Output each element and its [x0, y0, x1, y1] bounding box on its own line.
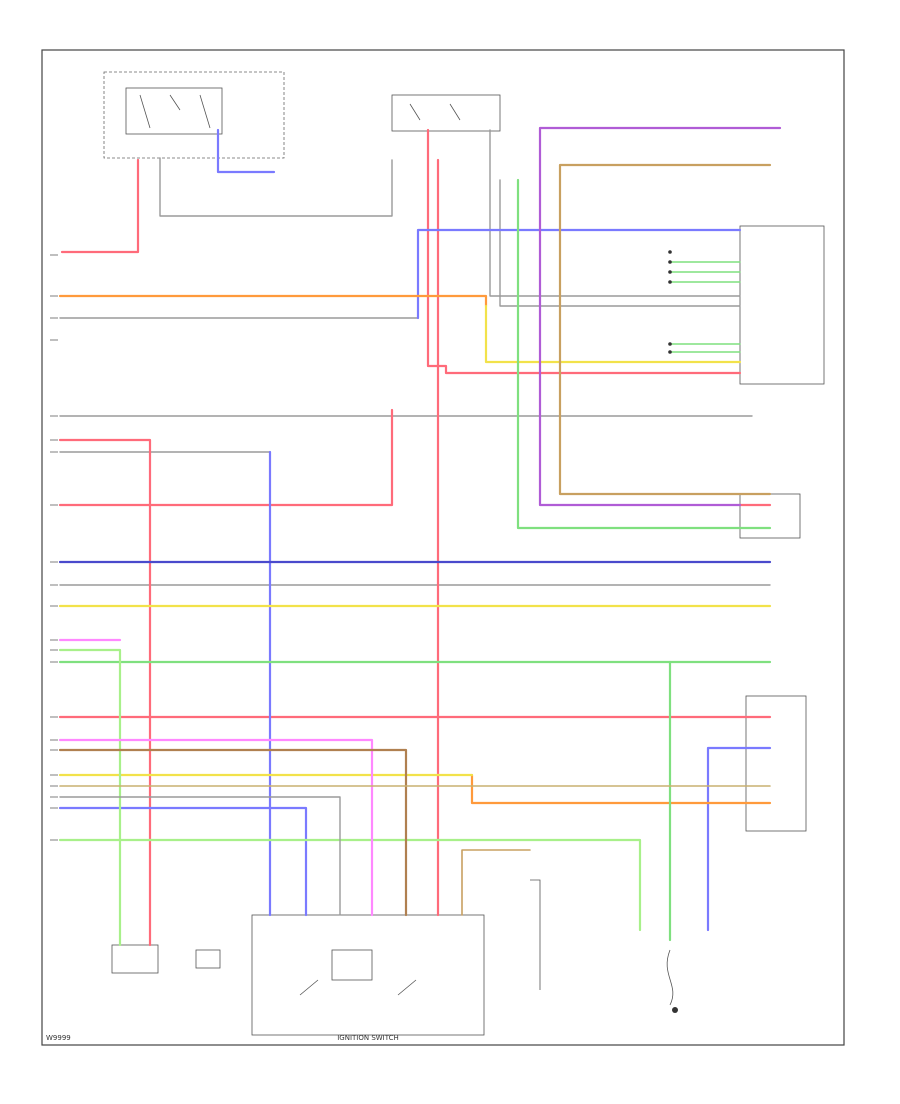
bottom-components — [111, 879, 678, 1036]
module-pins — [668, 250, 672, 354]
tan-wire-ignition — [461, 849, 531, 916]
green-wires — [58, 178, 772, 942]
left-connectors — [50, 254, 58, 841]
footer-code: W9999 — [46, 1034, 71, 1042]
lightgreen-wire — [58, 838, 642, 932]
red-wires — [58, 128, 772, 947]
yellow-wires — [58, 304, 772, 777]
lightgreen-wire-2 — [58, 648, 122, 947]
purple-wire — [538, 126, 782, 507]
tan-wire — [558, 163, 772, 496]
top-relay-box — [103, 71, 501, 159]
brown-wire — [58, 748, 408, 917]
gray-wires — [59, 129, 771, 586]
bottom-label: IGNITION SWITCH — [337, 1034, 399, 1042]
diagram-frame — [41, 49, 845, 1046]
blue-wires — [58, 128, 772, 932]
pink-wires — [58, 638, 374, 917]
gray-wire-bottom — [59, 796, 341, 916]
